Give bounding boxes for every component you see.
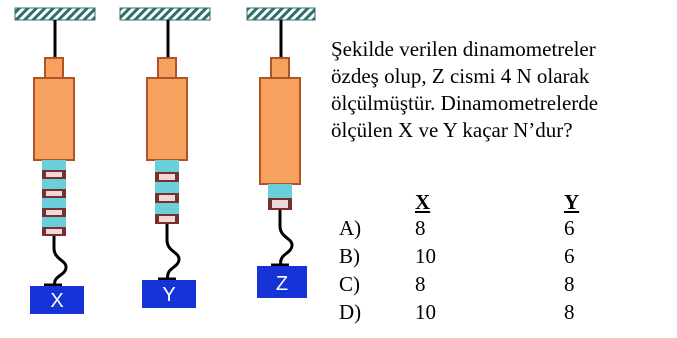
top-cap-y	[157, 57, 177, 79]
top-cap-z	[270, 57, 290, 79]
hook-x	[52, 236, 68, 287]
hook-z	[278, 210, 294, 267]
ceiling-z	[246, 7, 316, 21]
block-z-label: Z	[276, 273, 288, 295]
options-header: X Y	[331, 188, 591, 216]
option-y-value: 6	[564, 216, 575, 240]
option-label: D)	[339, 300, 362, 324]
option-label: C)	[339, 272, 360, 296]
hook-y	[165, 224, 181, 281]
block-x	[30, 286, 84, 314]
body-y	[146, 77, 188, 161]
question-line-2: özdeş olup, Z cismi 4 N olarak	[331, 64, 590, 88]
dynamometer-figure: X Y	[14, 7, 316, 314]
ceiling-y	[119, 7, 211, 21]
option-a[interactable]: A) 8 6	[331, 216, 591, 244]
question-line-1: Şekilde verilen dinamometreler	[331, 37, 596, 61]
block-y	[142, 280, 196, 308]
question-text: Şekilde verilen dinamometreler özdeş olu…	[331, 36, 677, 144]
ceiling-x	[14, 7, 96, 21]
option-label: A)	[339, 216, 362, 240]
block-y-label: Y	[162, 284, 175, 306]
dynamometer-z: Z	[246, 7, 316, 298]
header-y: Y	[564, 190, 580, 214]
option-d[interactable]: D) 10 8	[331, 300, 591, 328]
dynamometer-x: X	[14, 7, 96, 314]
dynamometer-y: Y	[119, 7, 211, 308]
answer-options-table: X Y A) 8 6 B) 10 6 C) 8 8 D) 10 8	[331, 188, 591, 328]
top-cap-x	[44, 57, 64, 79]
option-x-value: 8	[415, 272, 426, 296]
question-line-3: ölçülmüştür. Dinamometrelerde	[331, 91, 599, 115]
block-z	[257, 266, 307, 298]
option-x-value: 8	[415, 216, 426, 240]
block-x-label: X	[50, 290, 63, 312]
body-z	[259, 77, 301, 185]
spring-y	[155, 160, 179, 224]
option-y-value: 6	[564, 244, 575, 268]
option-c[interactable]: C) 8 8	[331, 272, 591, 300]
option-x-value: 10	[415, 244, 436, 268]
spring-x	[42, 160, 66, 236]
option-x-value: 10	[415, 300, 436, 324]
option-b[interactable]: B) 10 6	[331, 244, 591, 272]
option-label: B)	[339, 244, 360, 268]
body-x	[33, 77, 75, 161]
spring-z	[268, 184, 292, 210]
option-y-value: 8	[564, 300, 575, 324]
option-y-value: 8	[564, 272, 575, 296]
header-x: X	[415, 190, 431, 214]
question-line-4: ölçülen X ve Y kaçar N’dur?	[331, 118, 573, 142]
